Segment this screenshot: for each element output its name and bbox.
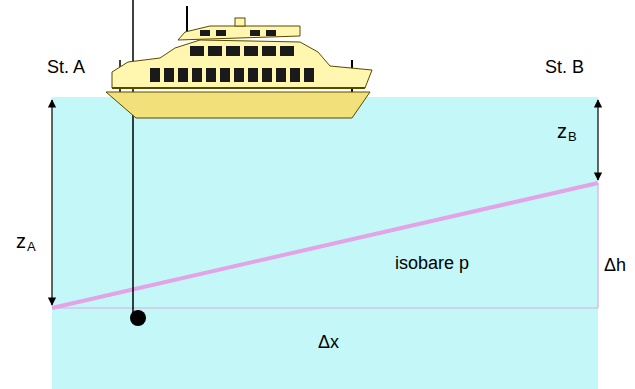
isobar-label: isobare p [395, 252, 469, 274]
distance-label: Δx [318, 331, 339, 353]
station-label: St. A [47, 56, 85, 78]
isobar-line [52, 183, 598, 308]
station-label: St. B [545, 56, 584, 78]
baseline [52, 307, 598, 308]
water-body [52, 97, 598, 389]
height-line [597, 183, 598, 308]
height-difference-label: Δh [604, 254, 626, 276]
depth-arrow [51, 100, 52, 305]
depth-label: zA [16, 228, 36, 254]
ship-illustration [106, 0, 372, 326]
depth-arrow [597, 100, 598, 180]
depth-label: zB [557, 118, 577, 144]
